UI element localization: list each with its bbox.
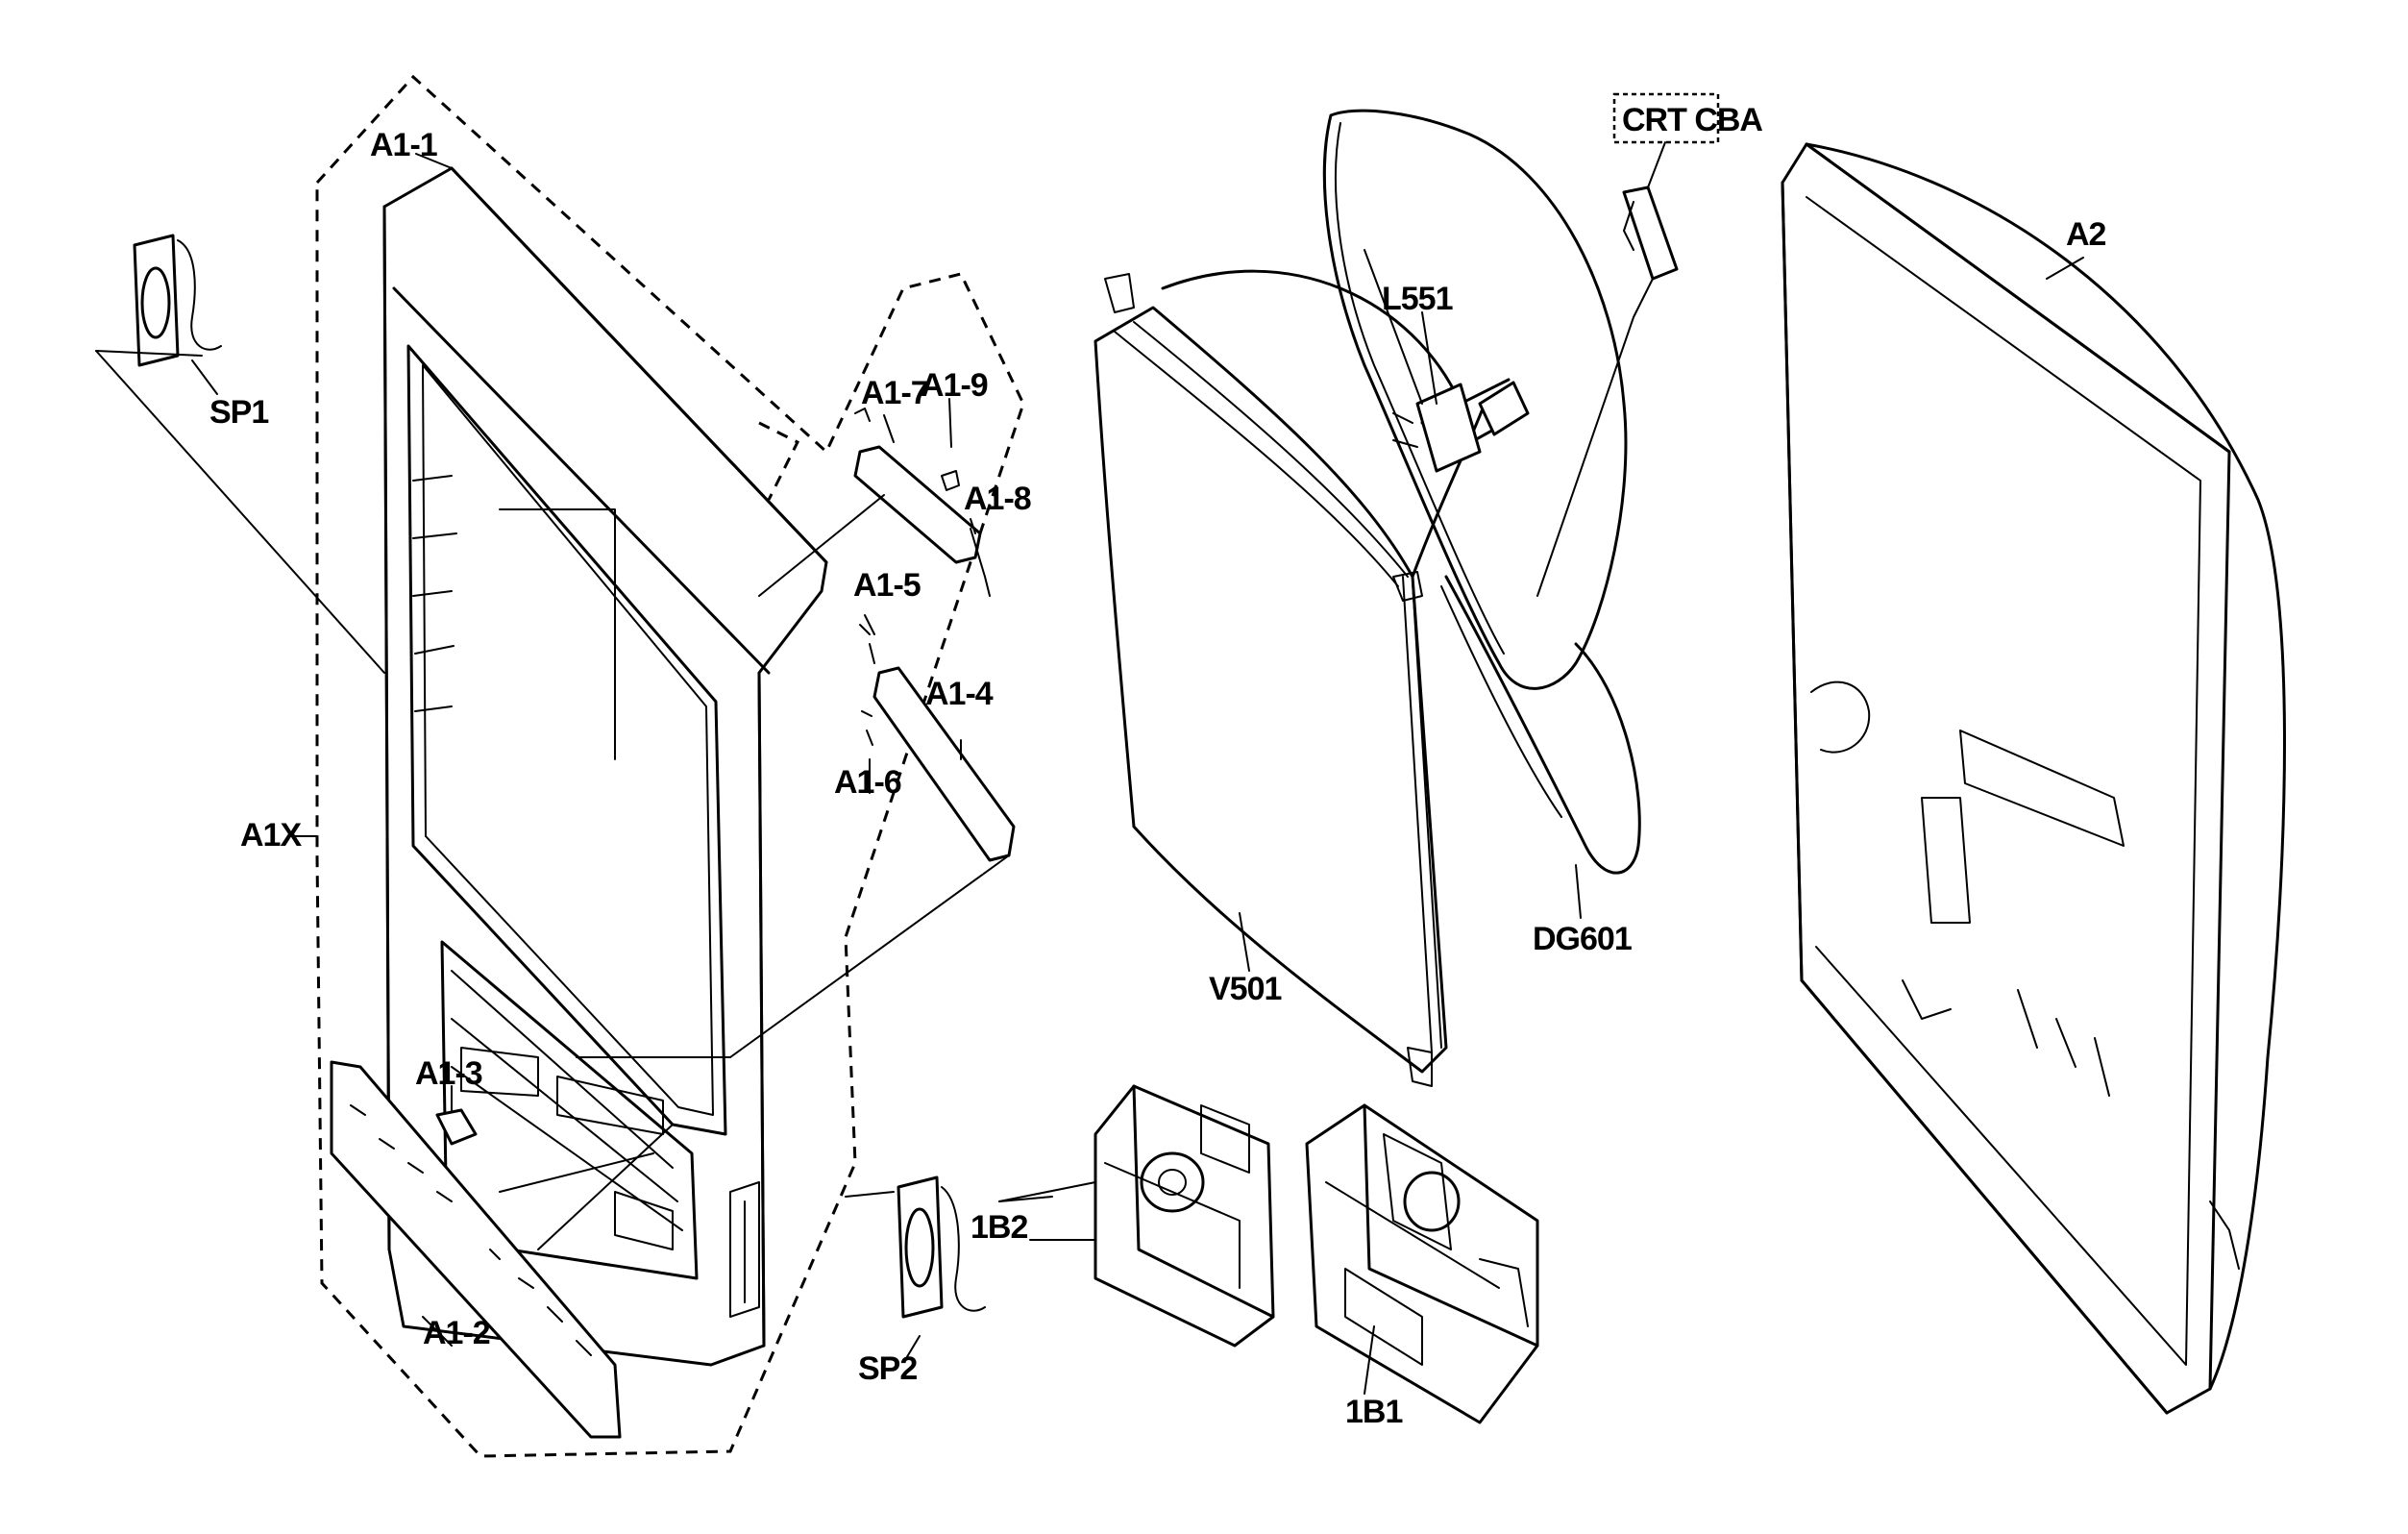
front-cabinet <box>382 166 828 1367</box>
label-a1-7: A1-7 <box>861 375 928 411</box>
mechanism-1b2 <box>1093 1084 1275 1348</box>
label-a1-6: A1-6 <box>834 764 901 801</box>
label-a1-9: A1-9 <box>921 367 988 404</box>
label-crt-cba: CRT CBA <box>1622 102 1762 138</box>
label-v501: V501 <box>1209 971 1281 1007</box>
label-1b1: 1B1 <box>1345 1394 1402 1430</box>
label-a1x: A1X <box>240 817 302 854</box>
label-a1-3: A1-3 <box>415 1055 482 1092</box>
label-a1-1: A1-1 <box>370 127 437 163</box>
mechanism-1b1 <box>1305 1103 1539 1424</box>
degauss-coil-dg601 <box>1322 109 1641 875</box>
crt-cba-board <box>1622 186 1679 318</box>
leader-lines <box>95 249 1634 1250</box>
label-dg601: DG601 <box>1533 921 1632 957</box>
label-1b2: 1B2 <box>971 1209 1027 1246</box>
a1x-boundary-notch <box>758 421 800 501</box>
speaker-sp2 <box>897 1175 986 1319</box>
crt-cba-box <box>1612 92 1720 144</box>
deflection-yoke-l551 <box>1392 383 1482 473</box>
label-a1-8: A1-8 <box>964 481 1031 517</box>
label-l551: L551 <box>1382 281 1453 317</box>
a1x-assembly-boundary <box>315 74 1025 1458</box>
label-sp2: SP2 <box>858 1350 917 1387</box>
crt-tube <box>1093 269 1530 1087</box>
speaker-sp1 <box>95 234 222 367</box>
part-labels: A1-1 A1-2 A1-3 A1-4 A1-5 A1-6 A1-7 A1-8 … <box>209 102 2107 1430</box>
label-sp1: SP1 <box>209 394 268 431</box>
a1-7-bracket <box>853 408 991 597</box>
a1-3-part <box>435 1108 478 1146</box>
label-a1-5: A1-5 <box>853 567 921 604</box>
rear-cabinet <box>1781 142 2286 1415</box>
label-a1-2: A1-2 <box>423 1315 490 1351</box>
label-a2: A2 <box>2066 216 2106 253</box>
callout-pointers <box>191 141 2084 1395</box>
control-label-strip <box>330 1060 622 1439</box>
label-a1-4: A1-4 <box>925 676 994 712</box>
